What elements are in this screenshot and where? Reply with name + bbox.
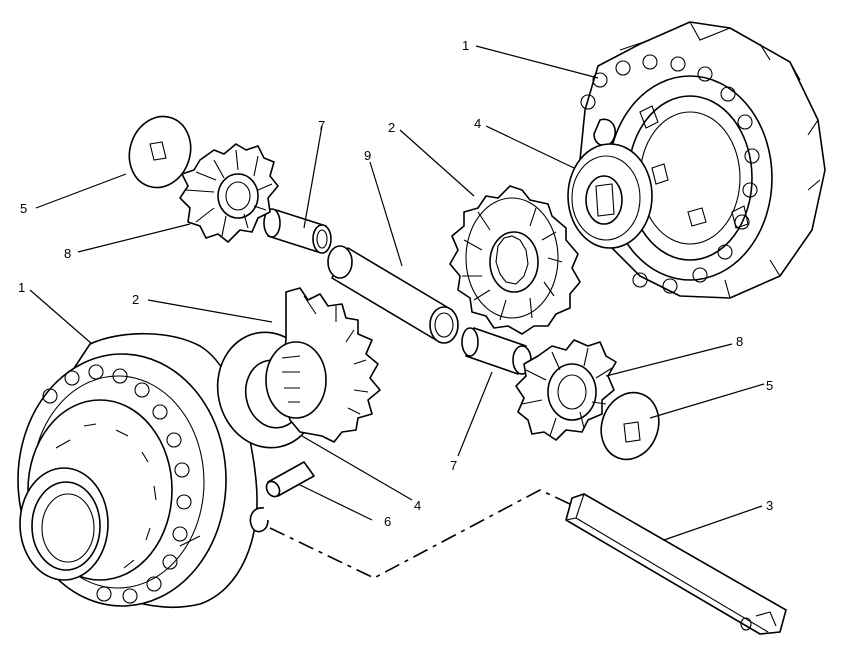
callout-pinion-washer-right: 5 (766, 378, 773, 393)
cross-shaft (565, 493, 787, 635)
callout-case-half-lower: 1 (18, 280, 25, 295)
leader-lines (29, 45, 765, 541)
callout-bushing-upper: 7 (318, 118, 325, 133)
callout-side-gear-lower: 2 (132, 292, 139, 307)
pinion-washer-right (600, 391, 660, 461)
bushing-upper (263, 208, 332, 254)
pinion-washer-left (128, 115, 192, 189)
bolt-holes-upper (580, 54, 760, 294)
callout-cross-shaft: 3 (766, 498, 773, 513)
callout-side-gear-upper: 2 (388, 120, 395, 135)
bushing-lower (461, 327, 532, 375)
differential-case-half-lower (17, 332, 269, 608)
pinion-gear-left (179, 143, 279, 243)
assembly-centerline (269, 489, 571, 579)
callout-labels: 1 4 2 7 9 5 8 1 2 8 5 7 4 6 3 (18, 38, 773, 529)
spacer-tube (327, 245, 459, 344)
callout-lock-pin: 6 (384, 514, 391, 529)
bolt-holes-lower (42, 364, 192, 604)
callout-bushing-lower: 7 (450, 458, 457, 473)
side-gear-lower (265, 287, 381, 443)
lock-pin (265, 461, 315, 498)
callout-thrust-washer-lower: 4 (414, 498, 421, 513)
pinion-gear-right (515, 339, 617, 441)
side-gear-upper (449, 185, 581, 335)
callout-spacer-tube: 9 (364, 148, 371, 163)
callout-pinion-washer-left: 5 (20, 201, 27, 216)
callout-thrust-washer-upper: 4 (474, 116, 481, 131)
callout-pinion-gear-right: 8 (736, 334, 743, 349)
callout-case-half-upper: 1 (462, 38, 469, 53)
thrust-washer-upper (567, 143, 653, 249)
callout-pinion-gear-left: 8 (64, 246, 71, 261)
